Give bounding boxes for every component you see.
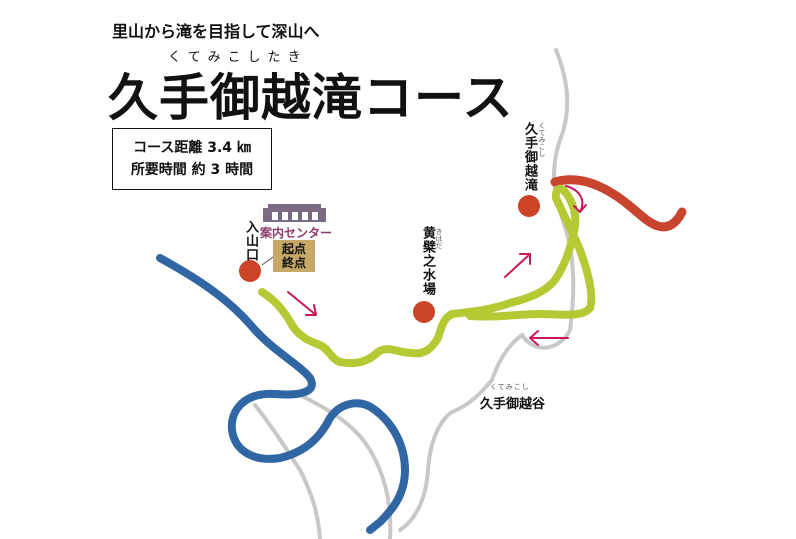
spring-ruby: きはだ xyxy=(435,228,443,249)
road-upper xyxy=(398,48,576,532)
page-title: 久手御越滝コース xyxy=(108,69,514,127)
center-label: 案内センター xyxy=(260,226,333,240)
entrance-label: 入山口 xyxy=(243,220,258,262)
entrance-point-icon[interactable] xyxy=(239,260,261,282)
goal-label: 終点 xyxy=(281,256,306,270)
start-label: 起点 xyxy=(281,242,306,256)
course-info-box: コース距離 3.4 ㎞ 所要時間 約 3 時間 xyxy=(112,128,272,190)
hiking-route xyxy=(258,184,596,368)
arrow-at-waterfall-icon xyxy=(565,185,587,213)
title-ruby: くてみこしたき xyxy=(168,50,308,65)
road-left xyxy=(253,403,322,539)
map-points xyxy=(239,195,540,323)
valley-label: 久手御越谷 xyxy=(480,397,546,412)
valley-ruby: くてみこし xyxy=(490,383,530,391)
waterfall-point-icon[interactable] xyxy=(518,195,540,217)
upstream-path xyxy=(550,175,687,232)
arrow-return-icon xyxy=(529,330,569,346)
direction-arrows xyxy=(287,185,587,346)
waterfall-ruby: くてみこし xyxy=(538,122,546,157)
building-icon xyxy=(263,204,326,222)
spring-point-icon[interactable] xyxy=(413,301,435,323)
arrow-from-start-icon xyxy=(287,291,317,316)
waterfall-label: 久手御越滝 xyxy=(522,122,537,192)
course-time: 所要時間 約 3 時間 xyxy=(130,162,254,178)
arrow-to-waterfall-icon xyxy=(504,253,531,278)
course-distance: コース距離 3.4 ㎞ xyxy=(133,140,251,156)
spring-label: 黄檗之水場 xyxy=(420,226,435,296)
road-lower xyxy=(298,393,393,539)
river xyxy=(156,254,409,534)
start-goal-badge: 起点 終点 xyxy=(273,240,315,272)
page-subtitle: 里山から滝を目指して深山へ xyxy=(112,22,320,41)
